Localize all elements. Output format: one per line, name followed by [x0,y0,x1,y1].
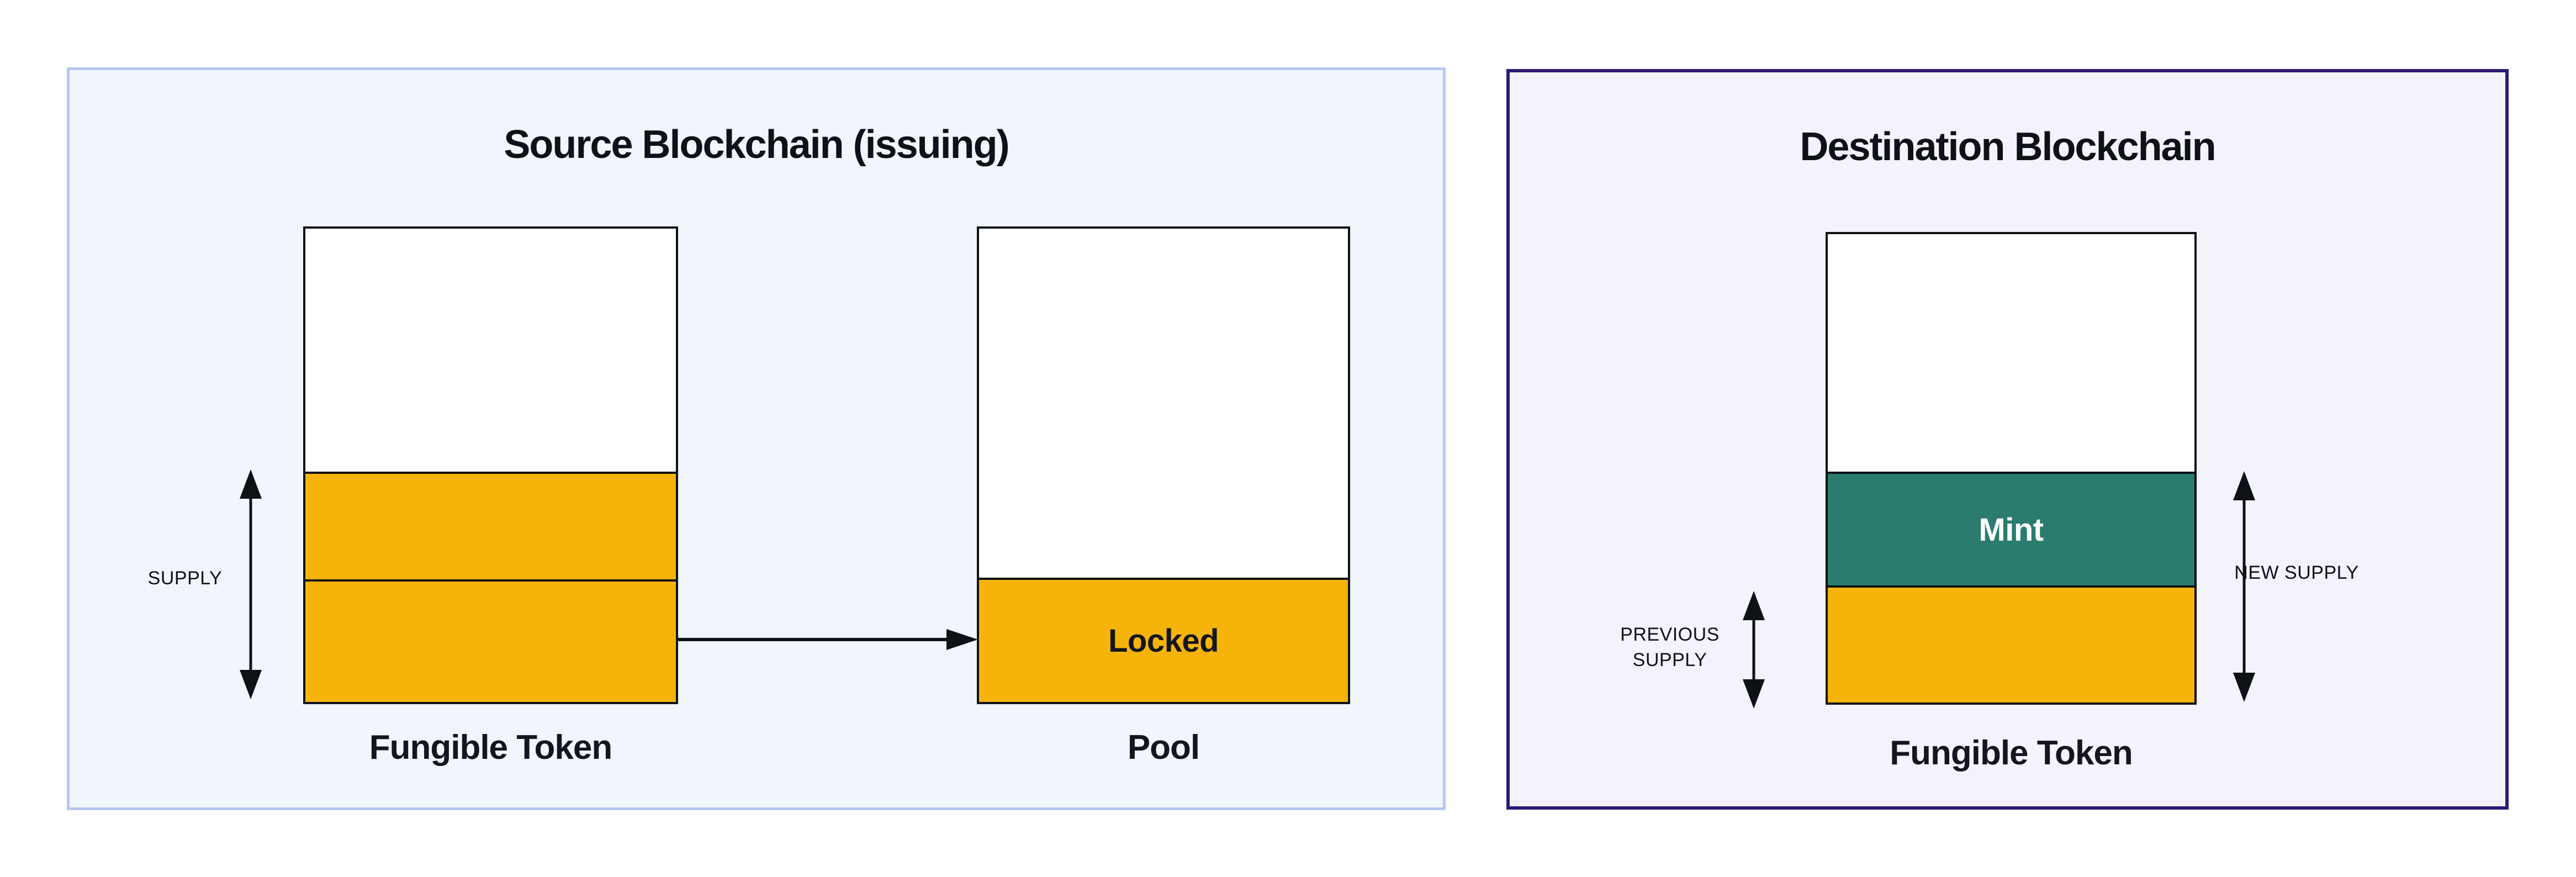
source-bar-supply-upper-segment [305,472,676,579]
pool-empty-segment [979,229,1348,578]
new-supply-double-arrow-icon [2233,471,2255,702]
destination-panel-title: Destination Blockchain [1800,125,2216,169]
locked-label: Locked [1108,623,1219,659]
supply-double-arrow-icon [240,469,262,699]
source-blockchain-panel: Source Blockchain (issuing) Fungible Tok… [67,67,1446,810]
pool-caption: Pool [1127,728,1200,767]
destination-bar-previous-supply-segment [1828,585,2194,702]
destination-fungible-token-caption: Fungible Token [1890,734,2133,772]
destination-fungible-token-bar: Mint [1826,232,2197,705]
pool-locked-segment: Locked [979,578,1348,702]
transfer-arrow-icon [678,629,978,650]
source-fungible-token-bar [303,226,678,704]
previous-supply-double-arrow-icon [1743,591,1765,709]
new-supply-label: NEW SUPPLY [2234,562,2359,583]
mint-label: Mint [1979,511,2044,548]
source-panel-title: Source Blockchain (issuing) [504,123,1009,167]
supply-label: SUPPLY [147,568,223,589]
destination-bar-mint-segment: Mint [1828,472,2194,585]
source-bar-unissued-segment [305,229,676,472]
previous-supply-label: PREVIOUS SUPPLY [1620,624,1720,670]
destination-bar-unissued-segment [1828,234,2194,472]
source-fungible-token-caption: Fungible Token [369,728,613,767]
source-bar-supply-lower-segment [305,579,676,702]
source-pool-bar: Locked [977,226,1350,704]
destination-blockchain-panel: Destination Blockchain Mint Fungible Tok… [1506,69,2509,810]
